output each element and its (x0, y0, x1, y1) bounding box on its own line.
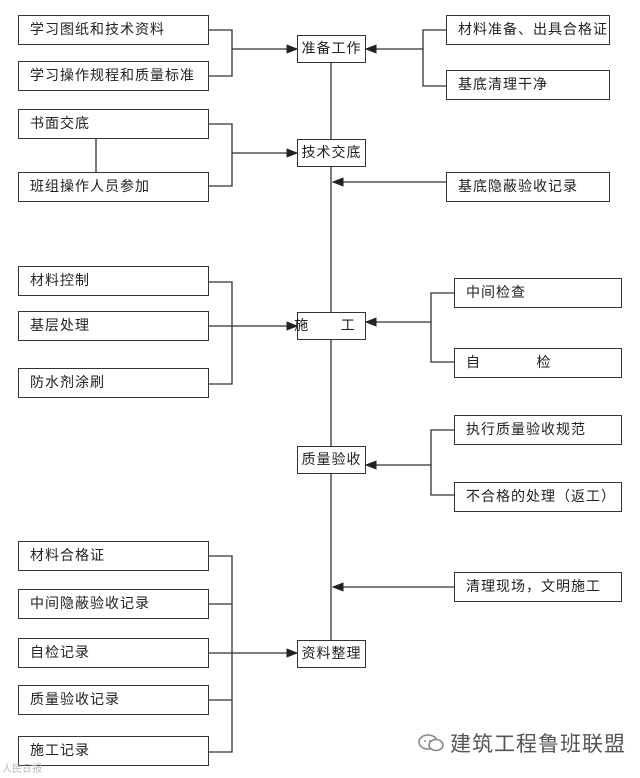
box-material-cert: 材料合格证 (18, 541, 209, 571)
box-material-prep: 材料准备、出具合格证 (446, 15, 610, 45)
box-tech-briefing: 技术交底 (297, 139, 366, 167)
box-base-clean: 基底清理干净 (446, 70, 610, 100)
box-construction: 施 工 (294, 312, 366, 340)
watermark-text: 建筑工程鲁班联盟 (450, 732, 626, 756)
box-exec-norms: 执行质量验收规范 (454, 415, 622, 445)
watermark: 建筑工程鲁班联盟 (418, 728, 626, 758)
box-base-treatment: 基层处理 (18, 311, 209, 341)
box-study-rules: 学习操作规程和质量标准 (18, 61, 209, 91)
chat-bubble-icon (418, 734, 444, 752)
box-quality-accept: 质量验收 (297, 446, 366, 474)
connector-inspect-group (430, 292, 454, 363)
box-prep: 准备工作 (297, 35, 366, 63)
box-written-briefing: 书面交底 (18, 109, 209, 139)
box-site-clean: 清理现场，文明施工 (454, 572, 622, 602)
corner-watermark: 人民日报 (2, 764, 42, 775)
box-waterproof-brush: 防水剂涂刷 (18, 368, 209, 398)
connector-prep-right (422, 29, 446, 87)
connector-material-group (209, 281, 233, 385)
box-material-control: 材料控制 (18, 266, 209, 296)
box-data-org: 资料整理 (297, 640, 366, 668)
box-study-drawings: 学习图纸和技术资料 (18, 15, 209, 45)
box-mid-inspect: 中间检查 (454, 278, 622, 308)
box-team-join: 班组操作人员参加 (18, 172, 209, 202)
connector-records-group (209, 555, 233, 753)
box-base-concealed-record: 基底隐蔽验收记录 (446, 172, 610, 202)
connector-study-to-prep (209, 29, 233, 77)
connector-briefing-right (209, 123, 233, 187)
box-mid-concealed-record: 中间隐蔽验收记录 (18, 589, 209, 619)
box-construction-record: 施工记录 (18, 736, 209, 766)
box-nonconform: 不合格的处理（返工） (454, 482, 622, 512)
box-self-check: 自 检 (454, 348, 622, 378)
box-self-check-record: 自检记录 (18, 638, 209, 668)
connector-accept-group (430, 429, 454, 496)
box-quality-accept-record: 质量验收记录 (18, 685, 209, 715)
